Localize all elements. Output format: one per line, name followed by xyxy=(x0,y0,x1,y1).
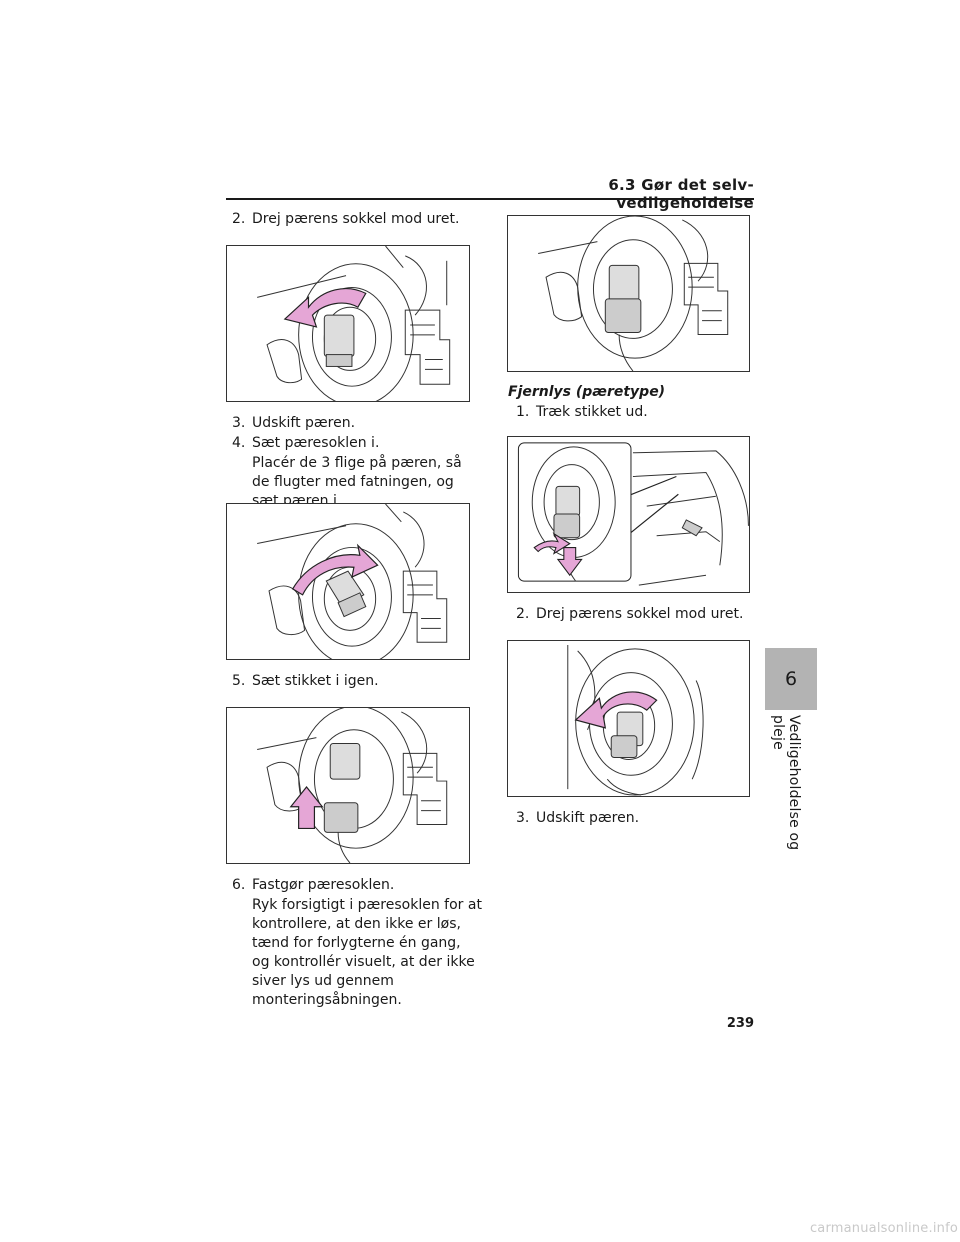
left-step-3: 3.Udskift pæren. xyxy=(232,415,356,431)
right-step-3: 3.Udskift pæren. xyxy=(516,810,640,826)
left-step-4: 4.Sæt pæresoklen i. xyxy=(232,435,380,451)
chapter-label: Vedligeholdelse og pleje xyxy=(770,715,802,851)
right-step-2: 2.Drej pærens sokkel mod uret. xyxy=(516,606,744,622)
left-step-6: 6.Fastgør pæresoklen. xyxy=(232,877,395,893)
left-step-6-detail: Ryk forsigtigt i pæresoklen for at kontr… xyxy=(252,897,482,1008)
illustration-high-beam-rotate xyxy=(567,644,704,796)
illustration-pull-plug-car xyxy=(517,442,749,586)
illustration-socket-rotate xyxy=(257,246,451,401)
subheading-high-beam: Fjernlys (pæretype) xyxy=(508,384,666,400)
chapter-tab: 6 xyxy=(765,648,817,710)
page-number: 239 xyxy=(726,1016,754,1031)
section-header: 6.3 Gør det selv-vedligeholdelse xyxy=(608,176,754,212)
illustration-plug-connected xyxy=(538,216,729,371)
figure-reconnect-plug xyxy=(226,707,470,864)
left-step-2: 2.Drej pærens sokkel mod uret. xyxy=(232,211,460,227)
figure-pull-plug xyxy=(507,436,750,593)
figure-rotate-high-beam xyxy=(507,640,750,797)
illustration-socket-insert xyxy=(257,504,448,659)
right-step-1: 1.Træk stikket ud. xyxy=(516,404,648,420)
watermark: carmanualsonline.info xyxy=(809,1221,958,1236)
figure-rotate-counterclockwise xyxy=(226,245,470,402)
section-rule xyxy=(226,198,754,200)
illustration-plug-reconnect xyxy=(257,708,448,863)
left-step-5: 5.Sæt stikket i igen. xyxy=(232,673,379,689)
figure-insert-socket xyxy=(226,503,470,660)
figure-plug-connected xyxy=(507,215,750,372)
left-step-4-detail: Placér de 3 flige på pæren, så de flugte… xyxy=(252,455,462,509)
